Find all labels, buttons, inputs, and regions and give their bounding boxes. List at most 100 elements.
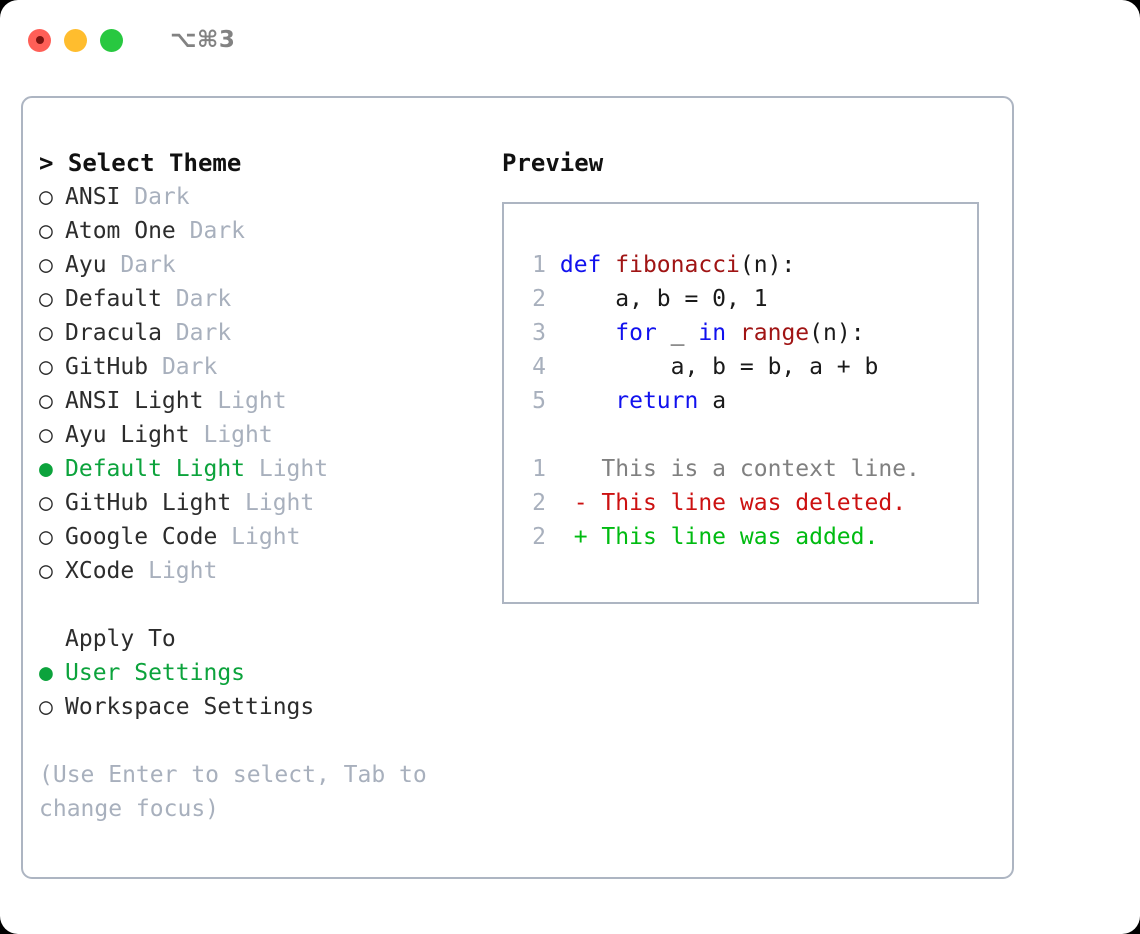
close-button[interactable]: [28, 28, 51, 52]
code-token: This is a context line.: [559, 456, 920, 482]
theme-option-4[interactable]: ○ Dracula Dark: [39, 316, 489, 350]
theme-option-11[interactable]: ○ XCode Light: [39, 554, 489, 588]
apply-to-option-label: Workspace Settings: [65, 694, 315, 720]
theme-option-variant: Dark: [161, 320, 232, 346]
maximize-button[interactable]: [100, 28, 123, 52]
theme-option-label: Atom One: [65, 218, 176, 244]
window-controls: [28, 28, 123, 52]
preview-column: Preview 1 def fibonacci(n):2 a, b = 0, 1…: [502, 146, 1002, 604]
theme-option-label: Default: [65, 286, 162, 312]
theme-option-label: Dracula: [65, 320, 162, 346]
radio-unselected-icon: ○: [39, 252, 53, 278]
theme-option-label: XCode: [65, 558, 135, 584]
theme-option-10[interactable]: ○ Google Code Light: [39, 520, 489, 554]
radio-unselected-icon: ○: [39, 694, 53, 720]
diff-sample: 1 This is a context line.2 - This line w…: [522, 452, 977, 554]
theme-option-variant: Dark: [175, 218, 246, 244]
theme-option-8[interactable]: ● Default Light Light: [39, 452, 489, 486]
radio-selected-icon: ●: [39, 660, 53, 686]
line-number: 3: [532, 320, 546, 346]
theme-option-variant: Light: [189, 422, 273, 448]
code-token: in: [698, 320, 727, 346]
theme-option-variant: Dark: [120, 184, 190, 210]
diff-line-2: 2 + This line was added.: [522, 520, 977, 554]
theme-option-label: GitHub Light: [65, 490, 232, 516]
code-token: - This line was deleted.: [559, 490, 907, 516]
code-token: + This line was added.: [559, 524, 879, 550]
keyboard-hint: (Use Enter to select, Tab to change focu…: [39, 762, 427, 822]
diff-line-1: 2 - This line was deleted.: [522, 486, 977, 520]
radio-unselected-icon: ○: [39, 422, 53, 448]
code-line-4: 5 return a: [522, 384, 977, 418]
apply-to-header: Apply To: [65, 626, 176, 652]
theme-option-variant: Light: [217, 524, 301, 550]
theme-option-9[interactable]: ○ GitHub Light Light: [39, 486, 489, 520]
theme-list: ○ANSI Dark○Atom One Dark○Ayu Dark○Defaul…: [39, 180, 489, 588]
radio-unselected-icon: ○: [39, 354, 53, 380]
theme-option-2[interactable]: ○ Ayu Dark: [39, 248, 489, 282]
radio-unselected-icon: ○: [39, 184, 53, 210]
select-theme-header: > Select Theme: [39, 149, 242, 177]
main-panel: > Select Theme ○ANSI Dark○Atom One Dark○…: [21, 96, 1014, 879]
radio-unselected-icon: ○: [39, 388, 53, 414]
theme-selection-column: > Select Theme ○ANSI Dark○Atom One Dark○…: [39, 146, 489, 826]
code-token: [560, 388, 615, 414]
theme-option-variant: Light: [203, 388, 287, 414]
radio-unselected-icon: ○: [39, 524, 53, 550]
theme-option-variant: Dark: [148, 354, 218, 380]
theme-option-label: Ayu: [65, 252, 107, 278]
code-token: a: [698, 388, 727, 414]
section-spacer: [39, 588, 489, 622]
code-token: return: [615, 388, 699, 414]
radio-selected-icon: ●: [39, 456, 53, 482]
diff-line-0: 1 This is a context line.: [522, 452, 977, 486]
code-token: range: [739, 320, 810, 346]
theme-option-5[interactable]: ○ GitHub Dark: [39, 350, 489, 384]
line-number: 4: [532, 354, 546, 380]
theme-option-label: Default Light: [65, 456, 246, 482]
code-line-3: 4 a, b = b, a + b: [522, 350, 977, 384]
apply-to-option-1[interactable]: ○ Workspace Settings: [39, 690, 489, 724]
radio-unselected-icon: ○: [39, 320, 53, 346]
theme-option-label: Google Code: [65, 524, 218, 550]
theme-option-6[interactable]: ○ ANSI Light Light: [39, 384, 489, 418]
code-token: a, b = b, a + b: [559, 354, 879, 380]
theme-option-3[interactable]: ○ Default Dark: [39, 282, 489, 316]
line-number: 2: [532, 524, 546, 550]
theme-option-variant: Dark: [106, 252, 176, 278]
apply-to-option-0[interactable]: ● User Settings: [39, 656, 489, 690]
theme-option-variant: Light: [134, 558, 218, 584]
radio-unselected-icon: ○: [39, 490, 53, 516]
hint-spacer: [39, 724, 489, 758]
code-token: a, b = 0, 1: [559, 286, 768, 312]
apply-to-list: ● User Settings ○ Workspace Settings: [39, 656, 489, 724]
theme-option-label: ANSI Light: [65, 388, 204, 414]
code-line-0: 1 def fibonacci(n):: [522, 248, 977, 282]
theme-option-variant: Light: [245, 456, 329, 482]
radio-unselected-icon: ○: [39, 558, 53, 584]
theme-option-label: GitHub: [65, 354, 149, 380]
code-line-1: 2 a, b = 0, 1: [522, 282, 977, 316]
minimize-button[interactable]: [64, 28, 87, 52]
code-token: _: [656, 320, 699, 346]
line-number: 1: [532, 252, 546, 278]
code-line-2: 3 for _ in range(n):: [522, 316, 977, 350]
theme-option-1[interactable]: ○ Atom One Dark: [39, 214, 489, 248]
code-diff-separator: [522, 418, 977, 452]
code-token: fibonacci: [615, 252, 740, 278]
radio-unselected-icon: ○: [39, 218, 53, 244]
preview-header: Preview: [502, 149, 604, 177]
line-number: 1: [532, 456, 546, 482]
line-number: 2: [532, 490, 546, 516]
theme-option-variant: Light: [231, 490, 315, 516]
theme-option-label: Ayu Light: [65, 422, 190, 448]
code-token: def: [559, 252, 602, 278]
theme-option-7[interactable]: ○ Ayu Light Light: [39, 418, 489, 452]
apply-to-option-label: User Settings: [65, 660, 246, 686]
theme-option-variant: Dark: [161, 286, 232, 312]
radio-unselected-icon: ○: [39, 286, 53, 312]
theme-option-0[interactable]: ○ANSI Dark: [39, 180, 489, 214]
